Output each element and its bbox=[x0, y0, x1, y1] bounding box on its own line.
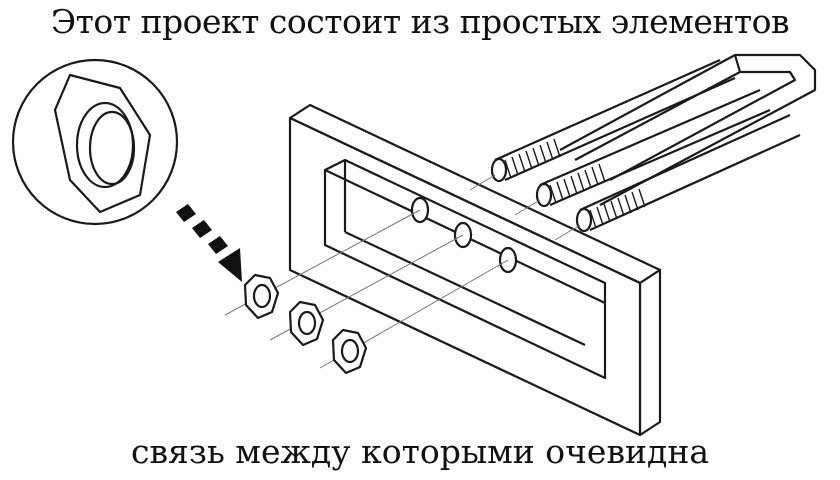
hex-nut-icon bbox=[331, 328, 368, 375]
u-rod bbox=[559, 53, 817, 206]
dashed-arrow-icon bbox=[176, 204, 242, 282]
hex-nut-icon bbox=[243, 273, 280, 320]
hex-nut-icon bbox=[288, 300, 325, 347]
caption-bottom: связь между которыми очевидна bbox=[130, 432, 710, 471]
magnifier-circle-icon bbox=[11, 58, 179, 226]
frame bbox=[288, 103, 662, 437]
caption-top: Этот проект состоит из простых элементов bbox=[50, 2, 790, 41]
bolts bbox=[490, 58, 801, 233]
hex-nuts bbox=[243, 273, 368, 375]
